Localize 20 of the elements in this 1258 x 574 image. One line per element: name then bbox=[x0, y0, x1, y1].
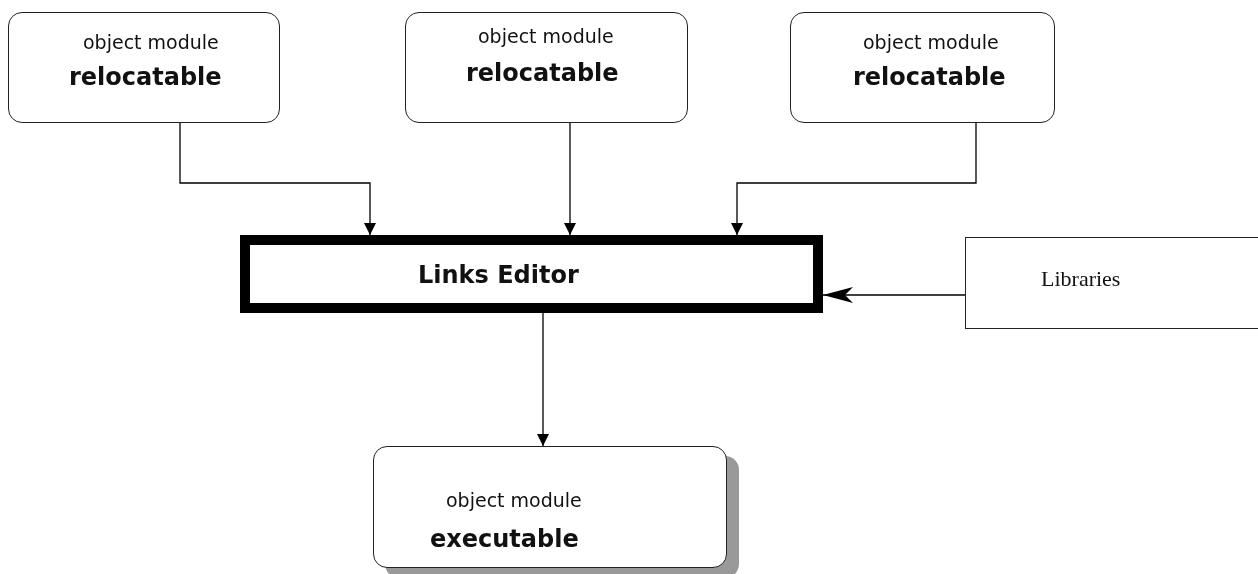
module-box bbox=[790, 12, 1055, 123]
module-box bbox=[405, 12, 688, 123]
module-type: relocatable bbox=[853, 63, 1006, 91]
editor-box bbox=[240, 235, 823, 313]
module-label: object module bbox=[446, 489, 582, 511]
arrow bbox=[537, 312, 549, 447]
box-label: Libraries bbox=[1041, 266, 1121, 292]
module-type: executable bbox=[430, 525, 579, 553]
module-type: relocatable bbox=[69, 63, 222, 91]
module-label: object module bbox=[83, 31, 219, 53]
module-box bbox=[8, 12, 280, 123]
arrow bbox=[822, 287, 966, 303]
arrow bbox=[179, 122, 376, 236]
library-box bbox=[965, 237, 1258, 329]
module-type: relocatable bbox=[466, 59, 619, 87]
arrow bbox=[731, 122, 977, 236]
box-title: Links Editor bbox=[418, 261, 579, 289]
arrow bbox=[564, 122, 576, 236]
module-label: object module bbox=[863, 31, 999, 53]
module-label: object module bbox=[478, 25, 614, 47]
